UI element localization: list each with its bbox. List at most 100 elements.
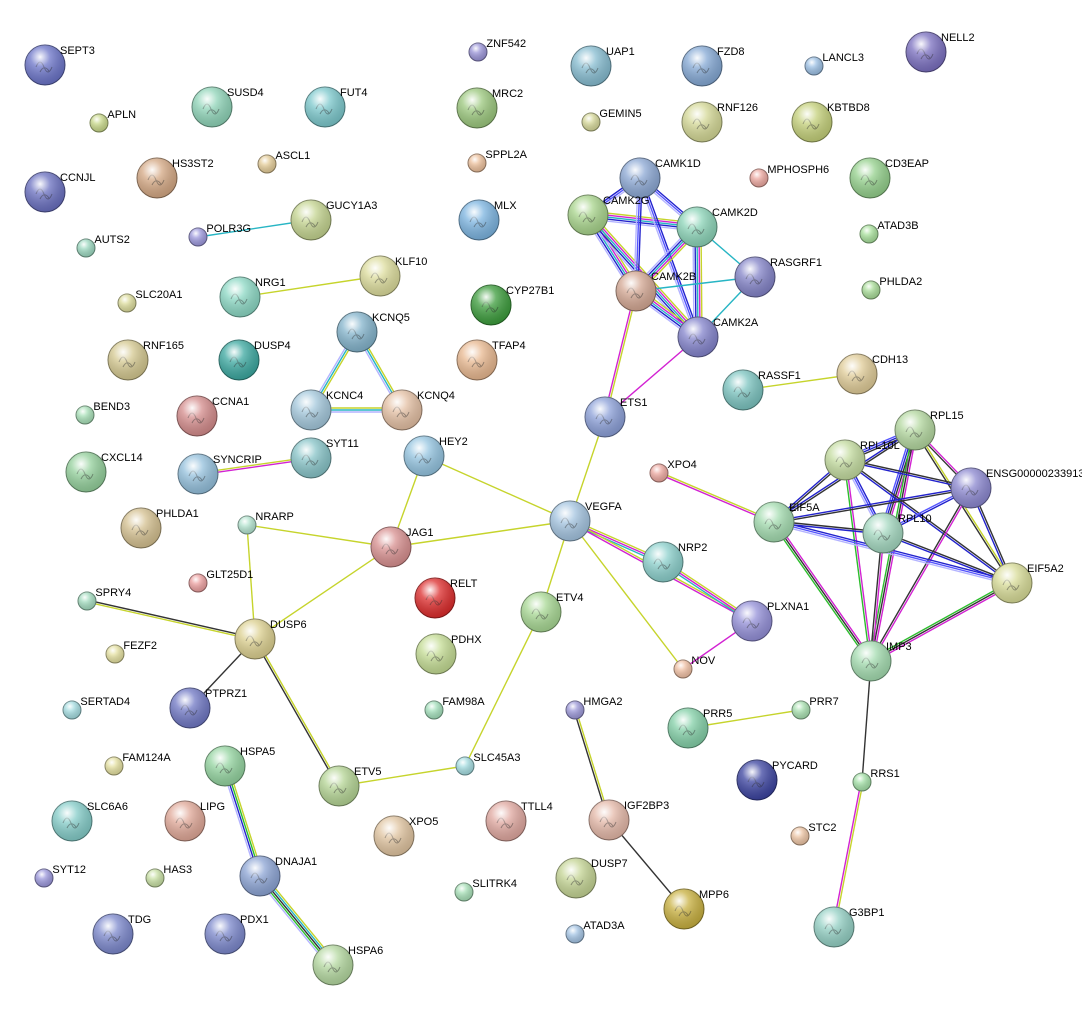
node-mphosph6[interactable]: MPHOSPH6 — [749, 164, 829, 188]
edge-EIF5A2-IMP3[interactable] — [869, 580, 1014, 664]
node-uap1[interactable]: UAP1 — [570, 45, 635, 87]
node-relt[interactable]: RELT — [414, 577, 478, 619]
edge-RRS1-G3BP1[interactable] — [832, 781, 864, 928]
edge-XPO4-EIF5A[interactable] — [658, 471, 775, 524]
node-dusp4[interactable]: DUSP4 — [218, 339, 291, 381]
node-dusp6[interactable]: DUSP6 — [234, 618, 307, 660]
node-hmga2[interactable]: HMGA2 — [565, 696, 623, 720]
node-igf2bp3[interactable]: IGF2BP3 — [588, 799, 669, 841]
node-xpo4[interactable]: XPO4 — [649, 459, 697, 483]
node-rasgrf1[interactable]: RASGRF1 — [734, 256, 822, 298]
edge-DUSP6-SPRY4[interactable] — [86, 599, 256, 641]
edge-CAMK2B-ETS1[interactable] — [603, 290, 638, 418]
node-rpl10l[interactable]: RPL10L — [824, 439, 900, 481]
node-auts2[interactable]: AUTS2 — [76, 234, 130, 258]
node-stc2[interactable]: STC2 — [790, 822, 837, 846]
edge-ETV4-SLC45A3[interactable] — [464, 611, 542, 767]
node-cd3eap[interactable]: CD3EAP — [849, 157, 929, 199]
edge-ENSG00000233913-IMP3[interactable] — [869, 487, 973, 662]
node-phlda1[interactable]: PHLDA1 — [120, 507, 199, 549]
node-rnf165[interactable]: RNF165 — [107, 339, 184, 381]
node-ets1[interactable]: ETS1 — [584, 396, 648, 438]
node-cyp27b1[interactable]: CYP27B1 — [470, 284, 554, 326]
node-nell2[interactable]: NELL2 — [905, 31, 975, 73]
node-eif5a[interactable]: EIF5A — [753, 501, 820, 543]
node-klf10[interactable]: KLF10 — [359, 255, 427, 297]
node-slc20a1[interactable]: SLC20A1 — [117, 289, 182, 313]
node-sertad4[interactable]: SERTAD4 — [62, 696, 130, 720]
node-fam98a[interactable]: FAM98A — [424, 696, 485, 720]
node-camk2d[interactable]: CAMK2D — [676, 206, 758, 248]
edge-EIF5A-IMP3[interactable] — [771, 520, 874, 663]
edge-RPL10L-ENSG00000233913[interactable] — [844, 458, 972, 490]
node-nrarp[interactable]: NRARP — [237, 511, 294, 535]
node-fam124a[interactable]: FAM124A — [104, 752, 171, 776]
node-sppl2a[interactable]: SPPL2A — [467, 149, 528, 173]
edge-VEGFA-NOV[interactable] — [569, 520, 684, 670]
node-susd4[interactable]: SUSD4 — [191, 86, 264, 128]
node-lancl3[interactable]: LANCL3 — [804, 52, 864, 76]
edge-DUSP6-ETV5[interactable] — [253, 638, 341, 787]
edge-RPL10L-EIF5A2[interactable] — [843, 458, 1014, 585]
node-syncrip[interactable]: SYNCRIP — [177, 453, 262, 495]
node-znf542[interactable]: ZNF542 — [468, 38, 526, 62]
node-camk2a[interactable]: CAMK2A — [677, 316, 759, 358]
node-camk2g[interactable]: CAMK2G — [567, 194, 649, 236]
node-polr3g[interactable]: POLR3G — [188, 223, 251, 247]
node-etv4[interactable]: ETV4 — [520, 591, 584, 633]
node-atad3a[interactable]: ATAD3A — [565, 920, 625, 944]
node-apln[interactable]: APLN — [89, 109, 136, 133]
node-tfap4[interactable]: TFAP4 — [456, 339, 526, 381]
node-ccna1[interactable]: CCNA1 — [176, 395, 249, 437]
node-prr7[interactable]: PRR7 — [791, 696, 839, 720]
node-imp3[interactable]: IMP3 — [850, 640, 912, 682]
node-xpo5[interactable]: XPO5 — [373, 815, 438, 857]
node-tdg[interactable]: TDG — [92, 913, 151, 955]
node-rrs1[interactable]: RRS1 — [852, 768, 900, 792]
node-has3[interactable]: HAS3 — [145, 864, 192, 888]
node-rpl10[interactable]: RPL10 — [862, 512, 932, 554]
node-phlda2[interactable]: PHLDA2 — [861, 276, 922, 300]
node-rassf1[interactable]: RASSF1 — [722, 369, 801, 411]
node-gucy1a3[interactable]: GUCY1A3 — [290, 199, 377, 241]
node-mpp6[interactable]: MPP6 — [663, 888, 729, 930]
node-fut4[interactable]: FUT4 — [304, 86, 368, 128]
node-prr5[interactable]: PRR5 — [667, 707, 732, 749]
node-mlx[interactable]: MLX — [458, 199, 517, 241]
node-rnf126[interactable]: RNF126 — [681, 101, 758, 143]
node-ensg00000233913[interactable]: ENSG00000233913 — [950, 467, 1082, 509]
node-fzd8[interactable]: FZD8 — [681, 45, 745, 87]
node-ascl1[interactable]: ASCL1 — [257, 150, 310, 174]
node-gemin5[interactable]: GEMIN5 — [581, 108, 642, 132]
node-nrp2[interactable]: NRP2 — [642, 541, 707, 583]
node-hey2[interactable]: HEY2 — [403, 435, 468, 477]
node-atad3b[interactable]: ATAD3B — [859, 220, 919, 244]
node-mrc2[interactable]: MRC2 — [456, 87, 523, 129]
node-dnaja1[interactable]: DNAJA1 — [239, 855, 317, 897]
node-pdx1[interactable]: PDX1 — [204, 913, 269, 955]
node-jag1[interactable]: JAG1 — [370, 526, 434, 568]
node-pdhx[interactable]: PDHX — [415, 633, 482, 675]
edge-SLC45A3-ETV5[interactable] — [338, 765, 466, 787]
node-cxcl14[interactable]: CXCL14 — [65, 451, 143, 493]
node-hs3st2[interactable]: HS3ST2 — [136, 157, 214, 199]
node-syt12[interactable]: SYT12 — [34, 864, 86, 888]
node-dusp7[interactable]: DUSP7 — [555, 857, 628, 899]
node-ccnjl[interactable]: CCNJL — [24, 171, 95, 213]
node-kcnq5[interactable]: KCNQ5 — [336, 311, 410, 353]
node-ptprz1[interactable]: PTPRZ1 — [169, 687, 247, 729]
node-sept3[interactable]: SEPT3 — [24, 44, 95, 86]
node-eif5a2[interactable]: EIF5A2 — [991, 562, 1064, 604]
node-kbtbd8[interactable]: KBTBD8 — [791, 101, 870, 143]
node-g3bp1[interactable]: G3BP1 — [813, 906, 884, 948]
node-slitrk4[interactable]: SLITRK4 — [454, 878, 517, 902]
node-hspa5[interactable]: HSPA5 — [204, 745, 275, 787]
edge-HEY2-VEGFA[interactable] — [423, 455, 571, 522]
node-rpl15[interactable]: RPL15 — [894, 409, 964, 451]
node-slc6a6[interactable]: SLC6A6 — [51, 800, 128, 842]
edge-NRARP-JAG1[interactable] — [246, 524, 392, 548]
node-ttll4[interactable]: TTLL4 — [485, 800, 553, 842]
node-pycard[interactable]: PYCARD — [736, 759, 818, 801]
node-kcnq4[interactable]: KCNQ4 — [381, 389, 455, 431]
node-bend3[interactable]: BEND3 — [75, 401, 130, 425]
